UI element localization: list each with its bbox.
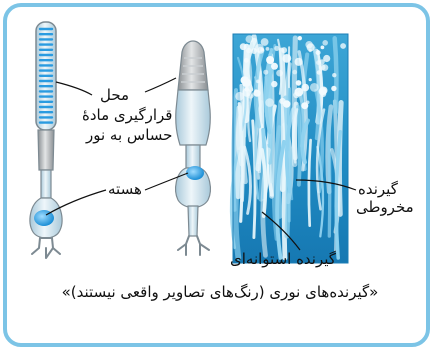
micrograph xyxy=(231,34,348,263)
label-cone-line1: گیرنده xyxy=(358,180,398,198)
cone-nucleus xyxy=(186,166,204,180)
label-location-line1: محل xyxy=(100,86,129,104)
label-rod: گیرنده استوانه‌ای xyxy=(230,250,336,268)
label-location-line3: حساس به نور xyxy=(86,126,172,144)
figure-caption: «گیرنده‌های نوری (رنگ‌های تصاویر واقعی ن… xyxy=(20,283,420,301)
label-cone-line2: مخروطی xyxy=(356,198,414,216)
label-nucleus: هسته xyxy=(108,180,142,198)
label-location-line2: قرارگیری مادهٔ xyxy=(82,106,172,124)
